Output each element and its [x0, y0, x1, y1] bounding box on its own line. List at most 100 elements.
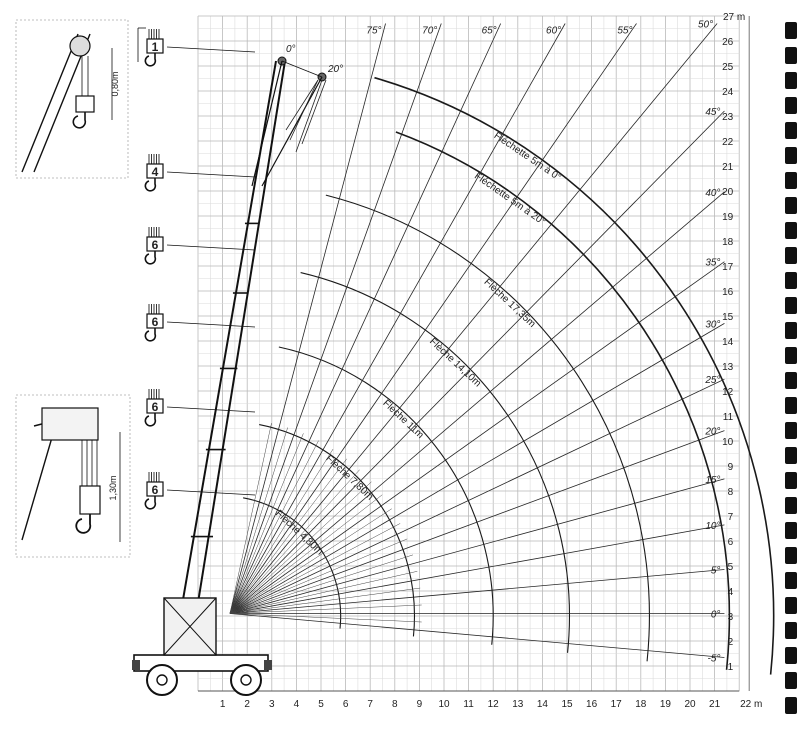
- x-tick-label: 13: [512, 699, 524, 710]
- edge-mark: [785, 147, 797, 164]
- edge-mark: [785, 547, 797, 564]
- edge-mark: [785, 247, 797, 264]
- angle-ray: [229, 23, 718, 614]
- x-tick-label: 8: [392, 699, 398, 710]
- hook-lead-line: [166, 406, 256, 413]
- angle-ray-minor: [229, 423, 272, 614]
- edge-mark: [785, 622, 797, 639]
- edge-mark: [785, 47, 797, 64]
- detail-boom: [33, 33, 91, 173]
- angle-ray: [229, 23, 502, 614]
- edge-mark: [785, 572, 797, 589]
- angle-label: 60°: [546, 26, 561, 37]
- boom-arc: [278, 346, 494, 645]
- angle-ray-minor: [229, 469, 360, 614]
- edge-mark: [785, 647, 797, 664]
- x-tick-label: 18: [635, 699, 647, 710]
- jib-20: [261, 76, 323, 187]
- y-tick-label: 1: [728, 662, 734, 673]
- jib-angle-0: 0°: [286, 44, 296, 55]
- y-tick-label: 12: [722, 387, 734, 398]
- x-tick-label: 15: [561, 699, 573, 710]
- angle-label: 5°: [711, 566, 721, 577]
- angle-ray: [229, 478, 725, 614]
- jib-angle-20: 20°: [327, 64, 343, 75]
- y-tick-label: 13: [722, 362, 734, 373]
- hook-line-count: 6: [152, 483, 159, 497]
- angle-label: 40°: [705, 188, 720, 199]
- boom-arc: [300, 271, 570, 653]
- angle-ray-minor: [229, 494, 383, 614]
- hook-icon: [144, 413, 157, 427]
- hook-icon: [144, 496, 157, 510]
- hoist-cable: [301, 79, 327, 145]
- vehicle-bumper: [132, 660, 140, 670]
- y-tick-label: 2: [728, 637, 734, 648]
- x-tick-label: 10: [438, 699, 450, 710]
- detail-boom: [21, 33, 79, 173]
- angle-label: 20°: [704, 427, 720, 438]
- angle-ray: [229, 261, 725, 614]
- angle-ray: [229, 191, 725, 614]
- vehicle-hub: [240, 674, 252, 686]
- hook-line-count: 6: [152, 400, 159, 414]
- angle-ray: [229, 23, 442, 614]
- angle-ray: [229, 323, 725, 614]
- angle-label: 30°: [705, 319, 720, 330]
- angle-label: 10°: [705, 521, 720, 532]
- angle-ray-minor: [229, 440, 319, 614]
- angle-ray-minor: [229, 554, 414, 614]
- detail-dim-label-top: 0,80m: [110, 71, 120, 96]
- angle-ray-minor: [229, 523, 401, 614]
- x-axis-unit: 22 m: [740, 699, 762, 710]
- angle-ray-minor: [229, 613, 422, 623]
- angle-ray-minor: [229, 508, 392, 614]
- y-tick-label: 17: [722, 262, 734, 273]
- angle-ray: [229, 23, 386, 614]
- x-tick-label: 3: [269, 699, 275, 710]
- boom-arc: [243, 497, 342, 629]
- edge-mark: [785, 22, 797, 39]
- edge-mark: [785, 497, 797, 514]
- edge-mark: [785, 397, 797, 414]
- y-tick-label: 20: [722, 187, 734, 198]
- edge-mark: [785, 347, 797, 364]
- crane-boom: 0° 20°: [174, 44, 343, 642]
- boom-arc: [259, 424, 416, 637]
- x-tick-label: 4: [294, 699, 300, 710]
- angle-ray: [229, 430, 725, 614]
- edge-mark: [785, 372, 797, 389]
- boom-arc: [395, 131, 731, 670]
- detail-head: [41, 407, 99, 441]
- hook-line-count: 1: [152, 40, 159, 54]
- detail-hook-block: [75, 95, 95, 113]
- hook-lead-line: [166, 46, 256, 53]
- hook-lead-line: [166, 171, 256, 178]
- edge-mark: [785, 172, 797, 189]
- hook-lead-line: [166, 321, 256, 328]
- y-tick-label: 6: [728, 537, 734, 548]
- x-tick-label: 16: [586, 699, 598, 710]
- hook-icon: [144, 53, 157, 67]
- vehicle-bumper: [264, 660, 272, 670]
- edge-mark: [785, 447, 797, 464]
- edge-mark: [785, 297, 797, 314]
- edge-mark: [785, 522, 797, 539]
- x-tick-label: 21: [709, 699, 721, 710]
- edge-mark: [785, 672, 797, 689]
- edge-mark: [785, 597, 797, 614]
- x-tick-label: 14: [537, 699, 549, 710]
- y-tick-label: 4: [728, 587, 734, 598]
- hook-lead-line: [166, 489, 256, 496]
- x-tick-label: 1: [220, 699, 226, 710]
- hook-icon: [144, 178, 157, 192]
- hook-line-count: 6: [152, 315, 159, 329]
- angle-label: 0°: [711, 610, 721, 621]
- angle-ray: [229, 569, 725, 614]
- x-tick-label: 2: [244, 699, 250, 710]
- y-tick-label: 11: [723, 412, 734, 423]
- angle-ray-minor: [229, 481, 372, 614]
- y-tick-label: 22: [722, 137, 734, 148]
